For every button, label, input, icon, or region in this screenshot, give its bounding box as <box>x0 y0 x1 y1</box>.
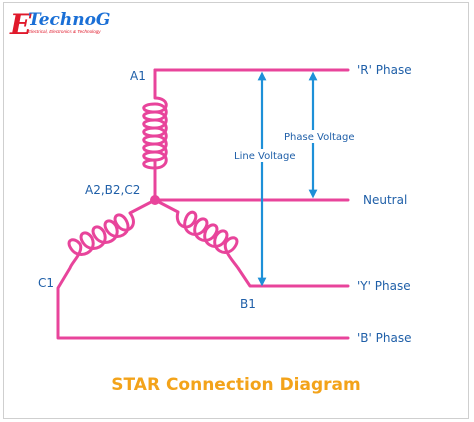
logo-tagline: Electrical, Electronics & Technology <box>28 29 101 34</box>
c-phase-winding <box>56 198 350 340</box>
r-phase-label: 'R' Phase <box>357 63 412 77</box>
b-phase-label: 'B' Phase <box>357 331 411 345</box>
b-phase-winding <box>153 198 350 288</box>
windings <box>56 68 350 340</box>
phase-voltage-label-bg <box>282 130 354 143</box>
terminal-c1-label: C1 <box>38 276 54 290</box>
voltage-arrows <box>257 71 318 287</box>
logo-name: TechnoG <box>28 10 110 30</box>
terminal-a1-label: A1 <box>130 69 146 83</box>
terminal-b1-label: B1 <box>240 297 256 311</box>
star-point-label: A2,B2,C2 <box>85 183 140 197</box>
a-phase-winding <box>142 68 168 202</box>
logo-initial: E <box>9 8 32 41</box>
neutral-label: Neutral <box>363 193 407 207</box>
line-voltage-label: Line Voltage <box>234 151 296 162</box>
etechnog-logo: E TechnoG Electrical, Electronics & Tech… <box>9 8 110 41</box>
y-phase-label: 'Y' Phase <box>357 279 411 293</box>
diagram-title: STAR Connection Diagram <box>111 375 360 395</box>
line-voltage-label-bg <box>232 149 296 162</box>
star-point-node <box>150 195 160 205</box>
phase-voltage-label: Phase Voltage <box>284 132 355 143</box>
